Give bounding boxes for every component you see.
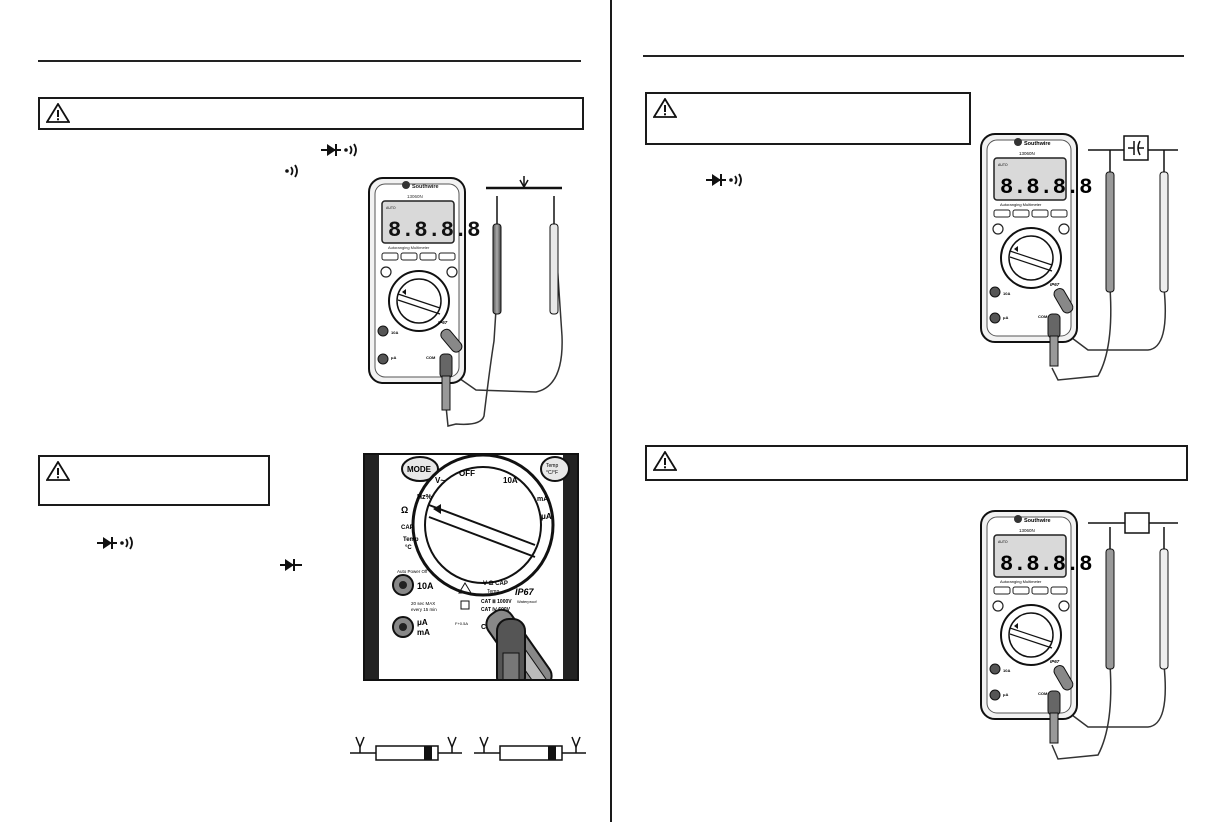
jack-10a-label: 10A: [1003, 668, 1010, 673]
jack-com-label: COM: [1038, 314, 1048, 319]
fuse-label: F+0.5A: [455, 621, 468, 626]
auto-power-off-label: Auto Power Off: [397, 569, 428, 574]
subtitle-label: Autoranging Multimeter: [1000, 579, 1042, 584]
lcd-digits: 8.8.8.8: [1000, 175, 1092, 200]
dial-cap-label: CAP: [401, 525, 414, 531]
left-header-rule: [38, 60, 581, 62]
ip67-label: IP67: [1050, 282, 1060, 287]
brand-logo: Southwire: [1024, 141, 1051, 147]
multimeter-illustration-1: Southwire 13060N AUTO 8.8.8.8 Autorangin…: [368, 176, 563, 427]
dial-temp-label: Temp: [403, 537, 419, 543]
jack-ua-label: μA: [391, 355, 396, 360]
subtitle-label: Autoranging Multimeter: [388, 245, 430, 250]
dial-10a-label: 10A: [503, 476, 518, 485]
lcd-annunciators: AUTO: [998, 163, 1008, 167]
dial-closeup-photo: MODE Temp °C/°F OFF V~ 10A Hz% Ω CAP Tem…: [363, 453, 579, 681]
closeup-ip67-label: IP67: [515, 587, 535, 597]
dial-ua-label: μA: [541, 512, 552, 521]
mode-button-label: MODE: [407, 465, 432, 474]
model-label: 13060N: [407, 194, 423, 199]
jack-ua-label: μA: [1003, 315, 1008, 320]
dial-off-label: OFF: [459, 469, 475, 478]
jack-com-label: COM: [1038, 691, 1048, 696]
closeup-jack-10a: 10A: [417, 581, 434, 591]
jack-10a-label: 10A: [391, 330, 398, 335]
closeup-temp-jack-label: Temp: [487, 589, 499, 595]
max-time-label: 20 sec MAX: [411, 601, 435, 606]
right-warning-box-2: [645, 445, 1188, 481]
diode-forward-symbol: [350, 736, 462, 761]
dial-hz-label: Hz%: [417, 494, 433, 501]
diode-icon: [280, 558, 302, 572]
model-label: 13060N: [1019, 151, 1035, 156]
dial-ma-label: mA: [537, 496, 548, 503]
dial-ohm-label: Ω: [401, 505, 408, 515]
left-warning-box-2: [38, 455, 270, 506]
lcd-annunciators: AUTO: [998, 540, 1008, 544]
jack-ua-label: μA: [1003, 692, 1008, 697]
resistor-box: [1124, 512, 1150, 534]
closeup-jack-ua: μA: [417, 618, 428, 627]
lcd-annunciators: AUTO: [386, 206, 396, 210]
model-label: 13060N: [1019, 528, 1035, 533]
jack-com-label: COM: [426, 355, 436, 360]
capacitor-box: [1123, 135, 1149, 161]
ip67-label: IP67: [1050, 659, 1060, 664]
temp-button-label: Temp: [546, 463, 558, 469]
multimeter-illustration-2: Southwire 13060N AUTO 8.8.8.8 Autorangin…: [980, 133, 1178, 381]
brand-logo: Southwire: [412, 184, 439, 190]
closeup-jack-ma: mA: [417, 628, 430, 637]
hz-button: [419, 252, 437, 261]
diode-reverse-symbol: [474, 736, 586, 761]
dial-temp-unit-label: °C: [405, 545, 412, 551]
hold-button: [438, 252, 456, 261]
diode-continuity-icon: [706, 172, 746, 188]
cat4-label: CAT Ⅳ 600V: [481, 606, 511, 613]
warning-triangle-icon: [46, 461, 70, 481]
dial-v-label: V~: [435, 476, 445, 485]
left-warning-box-1: [38, 97, 584, 130]
diode-continuity-icon: [97, 535, 137, 551]
continuity-beep-icon: [283, 163, 303, 179]
closeup-waterproof-label: Waterproof: [517, 599, 538, 604]
right-warning-box-1: [645, 92, 971, 145]
vcap-label: V Ω CAP: [483, 581, 508, 587]
range-button: [381, 252, 399, 261]
lcd-digits: 8.8.8.8: [1000, 552, 1092, 577]
page-gutter: [610, 0, 612, 822]
jack-10a-label: 10A: [1003, 291, 1010, 296]
every-time-label: every 15 min: [411, 607, 437, 612]
warning-triangle-icon: [46, 103, 70, 123]
diode-continuity-icon: [321, 142, 361, 158]
brand-logo: Southwire: [1024, 518, 1051, 524]
cat3-label: CAT Ⅲ 1000V: [481, 598, 512, 605]
lcd-digits: 8.8.8.8: [388, 218, 480, 243]
rel-button: [400, 252, 418, 261]
subtitle-label: Autoranging Multimeter: [1000, 202, 1042, 207]
right-header-rule: [643, 55, 1184, 57]
warning-triangle-icon: [653, 451, 677, 471]
ip67-label: IP67: [438, 320, 448, 325]
multimeter-illustration-3: Southwire 13060N AUTO 8.8.8.8 Autorangin…: [980, 510, 1178, 760]
warning-triangle-icon: [653, 98, 677, 118]
temp-button-unit: °C/°F: [546, 470, 558, 476]
